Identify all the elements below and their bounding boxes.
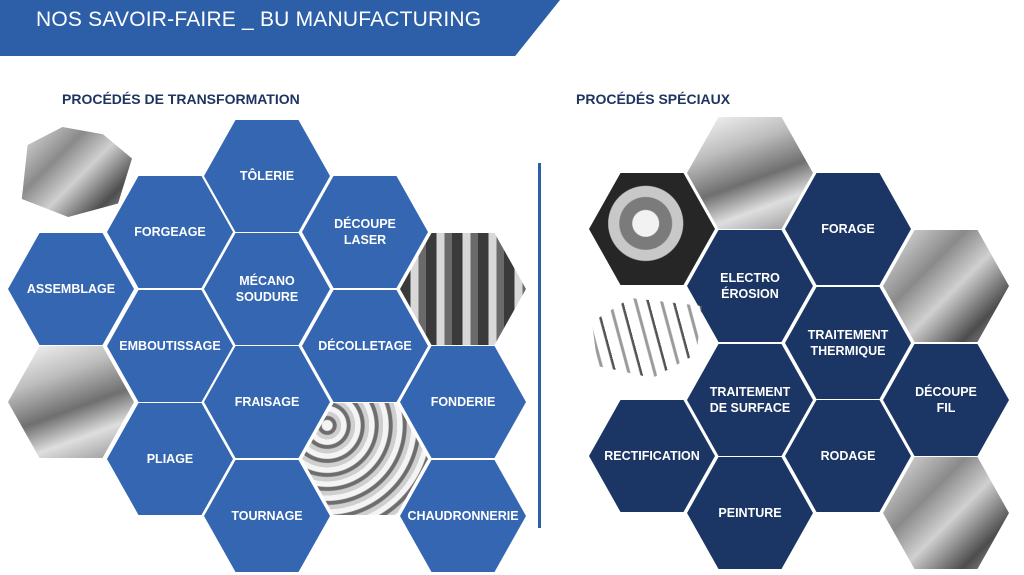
turned-part-photo — [589, 173, 715, 285]
page-title: NOS SAVOIR-FAIRE _ BU MANUFACTURING — [36, 8, 482, 31]
hex-traitement-thermique[interactable]: TRAITEMENT THERMIQUE — [785, 287, 911, 399]
hex-peinture[interactable]: PEINTURE — [687, 457, 813, 569]
hex-rodage[interactable]: RODAGE — [785, 400, 911, 512]
header-banner — [0, 0, 560, 56]
housing-part-photo — [883, 457, 1009, 569]
forged-parts-photo — [21, 127, 132, 217]
hex-chaudronnerie[interactable]: CHAUDRONNERIE — [400, 460, 526, 572]
machine-part-photo — [883, 230, 1009, 342]
hex-decoupe-laser[interactable]: DÉCOUPE LASER — [302, 176, 428, 288]
hex-decolletage[interactable]: DÉCOLLETAGE — [302, 290, 428, 402]
hex-rectification[interactable]: RECTIFICATION — [589, 400, 715, 512]
hex-decoupe-fil[interactable]: DÉCOUPE FIL — [883, 344, 1009, 456]
hex-tolerie[interactable]: TÔLERIE — [204, 120, 330, 232]
hex-forage[interactable]: FORAGE — [785, 173, 911, 285]
machined-blocks-photo — [687, 117, 813, 229]
hex-fonderie[interactable]: FONDERIE — [400, 346, 526, 458]
assembled-parts-photo — [8, 346, 134, 458]
section-title-transformation: PROCÉDÉS DE TRANSFORMATION — [62, 91, 300, 107]
hex-traitement-surface[interactable]: TRAITEMENT DE SURFACE — [687, 344, 813, 456]
hex-electro-erosion[interactable]: ELECTRO ÉROSION — [687, 230, 813, 342]
hex-assemblage[interactable]: ASSEMBLAGE — [8, 233, 134, 345]
metal-tubes-photo — [302, 403, 428, 515]
section-divider — [538, 163, 541, 528]
machined-rods-photo — [400, 233, 526, 345]
section-title-speciaux: PROCÉDÉS SPÉCIAUX — [576, 91, 731, 107]
bolts-photo — [592, 298, 702, 378]
